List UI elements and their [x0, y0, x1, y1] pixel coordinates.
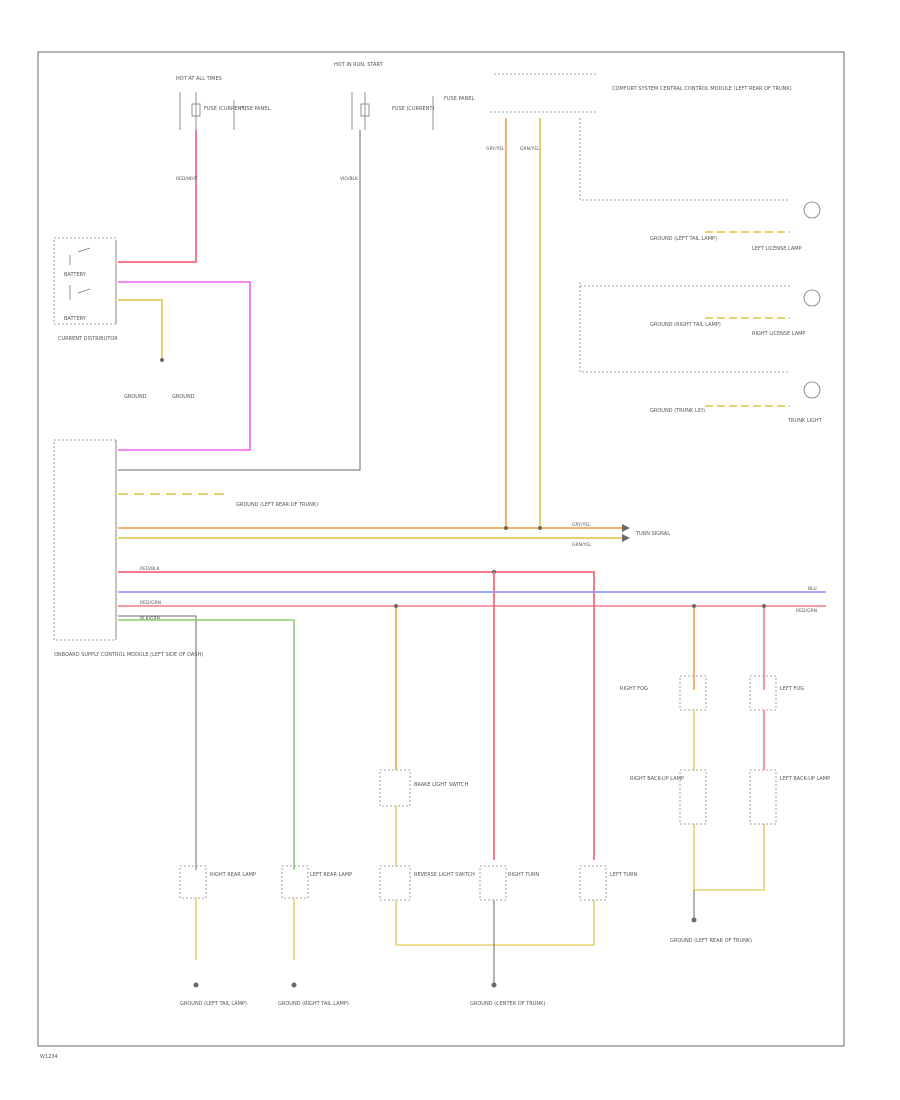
ground-lr-label: GROUND (LEFT REAR OF TRUNK) — [236, 502, 318, 508]
hot-in-run-label: HOT IN RUN, START — [334, 62, 384, 68]
wire-license-right — [579, 282, 790, 373]
ground-rear-right-label: GROUND (RIGHT TAIL LAMP) — [650, 322, 721, 328]
comfort-module-block: COMFORT SYSTEM CENTRAL CONTROL MODULE (L… — [490, 73, 792, 113]
fuse-top-left-a: FUSE (CURRENT) — [204, 106, 246, 112]
onboard-supply-box — [53, 439, 117, 641]
current-distributor-label: CURRENT DISTRIBUTOR — [58, 336, 118, 342]
reverse-light-switch-label: REVERSE LIGHT SWITCH — [414, 872, 475, 878]
brake-light-switch-label: BRAKE LIGHT SWITCH — [414, 782, 469, 788]
left-rear-lamp: LEFT REAR LAMP GROUND (RIGHT TAIL LAMP) — [278, 865, 352, 1007]
trunk-light-icon — [803, 381, 821, 399]
fuse-top-left-b: FUSE PANEL — [240, 106, 270, 112]
wire-license-left — [579, 118, 790, 201]
right-rear-lamp-label: RIGHT REAR LAMP — [210, 872, 256, 878]
left-license-lamp-icon — [803, 201, 821, 219]
fuse-top-mid: HOT IN RUN, START FUSE (CURRENT) FUSE PA… — [334, 62, 474, 130]
left-fog-label: LEFT FOG — [780, 686, 804, 692]
left-fog-lamp: LEFT FOG LEFT BACK-UP LAMP — [749, 675, 830, 825]
right-back-up-label: RIGHT BACK-UP LAMP — [630, 776, 684, 782]
left-back-up-label: LEFT BACK-UP LAMP — [780, 776, 830, 782]
right-turn-label: RIGHT TURN — [508, 872, 539, 878]
trunk-light-label: TRUNK LIGHT — [787, 418, 823, 424]
wire-label-w9: RED/GRN — [796, 608, 817, 614]
wire-label-w10: BLK/GRN — [140, 616, 160, 622]
wire-yellow-ground — [118, 299, 163, 360]
left-license-lamp-label: LEFT LICENSE LAMP — [752, 246, 802, 252]
wire-label-w8: BLU — [808, 586, 817, 592]
wire-label-w4: VIO/BLK — [340, 176, 359, 182]
battery-label: BATTERY — [64, 272, 87, 278]
ground-right-taillamp-label: GROUND (RIGHT TAIL LAMP) — [278, 1001, 349, 1007]
turn-signal-label: TURN SIGNAL — [635, 531, 670, 537]
wire-magenta-loop — [118, 281, 251, 451]
wire-label-w6: GRN/YEL — [520, 146, 540, 152]
wire-green-left-rear — [118, 619, 295, 870]
wire-label-w1: RED/WHT — [176, 176, 198, 182]
right-turn-lamp: RIGHT TURN GROUND (CENTER OF TRUNK) — [470, 865, 545, 1007]
footer-code: W1234 — [40, 1054, 58, 1060]
right-fog-lamp: RIGHT FOG RIGHT BACK-UP LAMP GROUND (LEF… — [620, 675, 765, 944]
right-license-lamp-label: RIGHT LICENSE LAMP — [752, 331, 805, 337]
brake-light-switch: BRAKE LIGHT SWITCH REVERSE LIGHT SWITCH — [379, 769, 595, 946]
left-turn-label: LEFT TURN — [610, 872, 638, 878]
wire-label-w7: RED/BLK — [140, 566, 161, 572]
wire-label-w9b: RED/GRN — [140, 600, 161, 606]
right-fog-label: RIGHT FOG — [620, 686, 648, 692]
wire-label-w5: GRY/YEL — [486, 146, 505, 152]
left-turn-lamp: LEFT TURN — [579, 865, 638, 901]
right-license-lamp-icon — [803, 289, 821, 307]
hot-at-all-times-label: HOT AT ALL TIMES — [176, 76, 222, 82]
ground-trunk-label: GROUND (TRUNK LID) — [650, 408, 705, 414]
ground-lr2-label: GROUND (LEFT REAR OF TRUNK) — [670, 938, 752, 944]
wire-gray-right-rear — [118, 615, 197, 870]
onboard-supply-label: ONBOARD SUPPLY CONTROL MODULE (LEFT SIDE… — [54, 652, 203, 658]
ground-b-label: GROUND — [172, 394, 195, 400]
battery-box — [53, 237, 117, 325]
wire-label-w6b: GRN/YEL — [572, 542, 592, 548]
wire-label-w5b: GRY/YEL — [572, 522, 591, 528]
ground-left-taillamp-label: GROUND (LEFT TAIL LAMP) — [180, 1001, 247, 1007]
ground-center-label: GROUND (CENTER OF TRUNK) — [470, 1001, 545, 1007]
wire-red-battery — [118, 130, 197, 263]
diagram-frame — [37, 51, 845, 1047]
wire-red-turn-left — [118, 571, 595, 860]
comfort-module-label: COMFORT SYSTEM CENTRAL CONTROL MODULE (L… — [612, 86, 792, 92]
battery-sub-label: BATTERY — [64, 316, 87, 322]
battery-block: BATTERY BATTERY CURRENT DISTRIBUTOR — [53, 237, 118, 342]
ground-rear-left-label: GROUND (LEFT TAIL LAMP) — [650, 236, 717, 242]
wire-gray-module — [118, 130, 361, 471]
right-rear-lamp: RIGHT REAR LAMP GROUND (LEFT TAIL LAMP) — [179, 865, 256, 1007]
fuse-top-mid-b: FUSE PANEL — [444, 96, 474, 102]
ground-a-label: GROUND — [124, 394, 147, 400]
left-rear-lamp-label: LEFT REAR LAMP — [310, 872, 352, 878]
fuse-top-mid-a: FUSE (CURRENT) — [392, 106, 434, 112]
fuse-top-left: HOT AT ALL TIMES FUSE (CURRENT) FUSE PAN… — [176, 76, 270, 130]
